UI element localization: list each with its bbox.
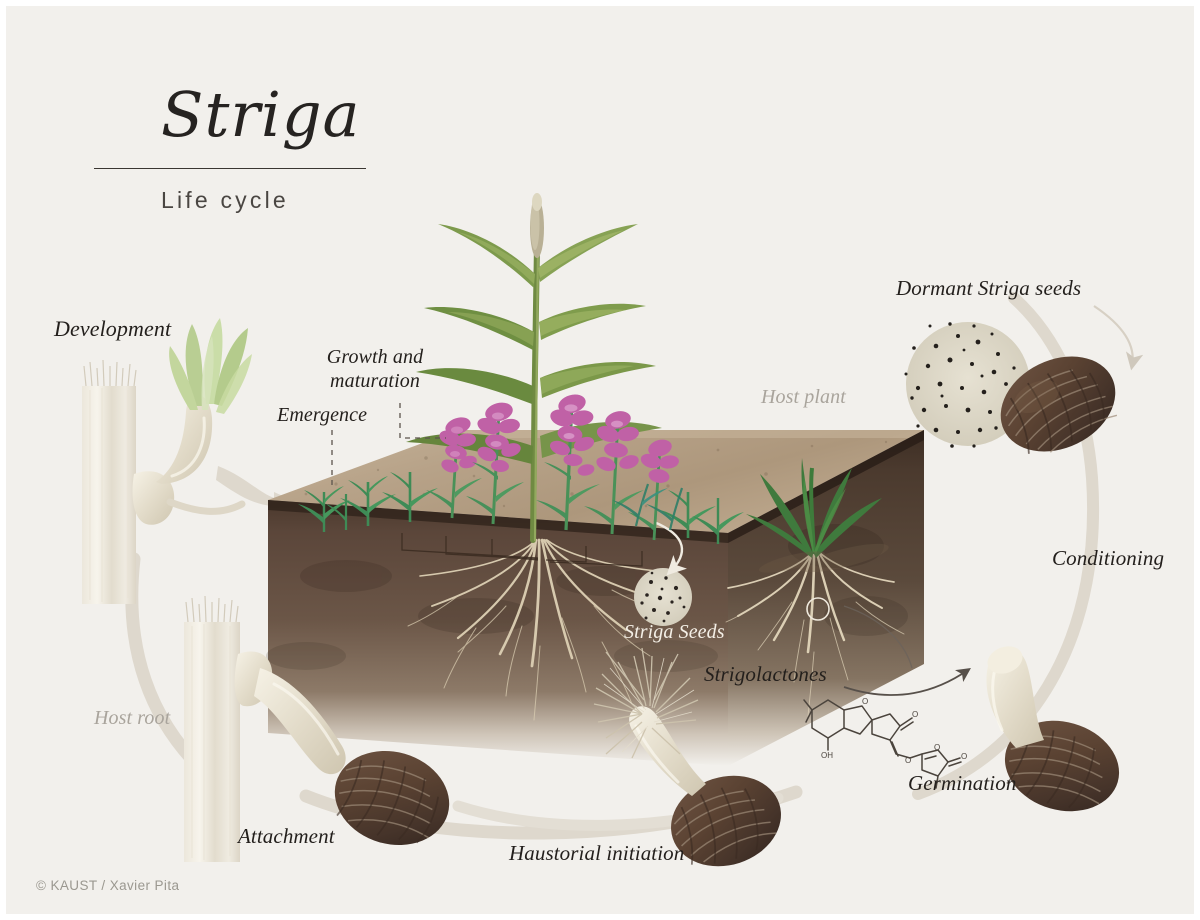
striga-shoot — [660, 490, 716, 539]
label-host-root: Host root — [94, 707, 171, 729]
soil-side-face — [728, 430, 924, 766]
young-shoot-leaves — [169, 318, 252, 414]
oxygen-label: O — [934, 743, 940, 752]
label-growth-line2: maturation — [330, 369, 420, 392]
striga-shoot — [612, 483, 668, 527]
oxygen-label: O — [862, 697, 868, 706]
striga-flowering — [466, 402, 524, 525]
cycle-arc-right — [912, 292, 1099, 800]
development-striga-shoot — [132, 318, 252, 525]
development-host-root — [82, 359, 137, 604]
arrow-dormant-to-conditioning — [1093, 305, 1144, 371]
haustorial-initiation-seedling — [593, 647, 781, 867]
striga-shoot — [382, 472, 438, 523]
arrow-to-striga-seeds — [653, 520, 687, 576]
leader-lines-layer — [331, 403, 446, 490]
label-host-plant: Host plant — [761, 386, 846, 408]
healthy-host-plant — [746, 458, 889, 573]
label-haustorial-initiation: Haustorial initiation — [509, 841, 685, 865]
attachment-host-root — [184, 595, 240, 862]
germinating-seed — [986, 646, 1120, 812]
leader-growth-maturation — [399, 403, 446, 439]
haustorial-hairs — [593, 647, 699, 759]
stage-organisms-layer: O O O O O OH — [82, 305, 1144, 867]
dormant-striga-seed — [1000, 356, 1118, 454]
page-subtitle: Life cycle — [161, 187, 289, 213]
striga-shoot — [298, 486, 350, 532]
label-strigolactones: Strigolactones — [704, 662, 827, 686]
illustration-canvas: O O O O O OH Striga Life cycle Developme… — [6, 6, 1194, 914]
label-germination: Germination — [908, 771, 1017, 795]
striga-flowering — [426, 417, 482, 519]
attached-striga-seedling — [234, 651, 450, 846]
oxygen-label: O — [961, 752, 967, 761]
striga-shoot — [326, 494, 348, 530]
striga-flowering — [536, 394, 600, 531]
label-emergence: Emergence — [277, 404, 368, 426]
oxygen-label: O — [912, 710, 918, 719]
label-conditioning: Conditioning — [1052, 546, 1165, 570]
striga-flowering — [628, 439, 679, 541]
plants-layer — [298, 193, 889, 573]
oxygen-label: O — [905, 756, 911, 765]
panicle — [530, 193, 544, 258]
striga-plants — [298, 394, 744, 544]
striga-shoot — [646, 487, 684, 531]
soil-texture — [266, 524, 908, 672]
label-development: Development — [54, 316, 172, 341]
copyright-credit: © KAUST / Xavier Pita — [36, 878, 180, 893]
label-dormant-striga-seeds: Dormant Striga seeds — [896, 276, 1082, 300]
striga-seed-patch-soil — [634, 568, 692, 626]
title-divider — [94, 168, 366, 169]
root-zone-marker — [806, 597, 830, 621]
radicle-stalk — [629, 706, 706, 796]
healthy-host-root-system — [725, 551, 905, 717]
molecule-atom-labels: O O O O O OH — [821, 697, 967, 765]
hydroxyl-label: OH — [821, 751, 833, 760]
striga-shoot — [692, 498, 744, 544]
arrow-root-exudate — [843, 605, 913, 669]
label-growth-line1: Growth and — [326, 346, 424, 368]
striga-shoot — [340, 476, 396, 527]
strigolactone-molecule — [803, 699, 962, 789]
label-attachment: Attachment — [238, 824, 335, 848]
striga-flowering — [584, 411, 644, 535]
dormant-seed-patch — [904, 322, 1030, 448]
label-striga-seeds: Striga Seeds — [624, 621, 725, 643]
label-growth-and-maturation: Growth and maturation — [319, 346, 431, 393]
striga-root-connectors — [401, 533, 643, 567]
arrow-strigolactone-to-germination — [843, 667, 971, 696]
page-title: Striga — [161, 78, 361, 151]
